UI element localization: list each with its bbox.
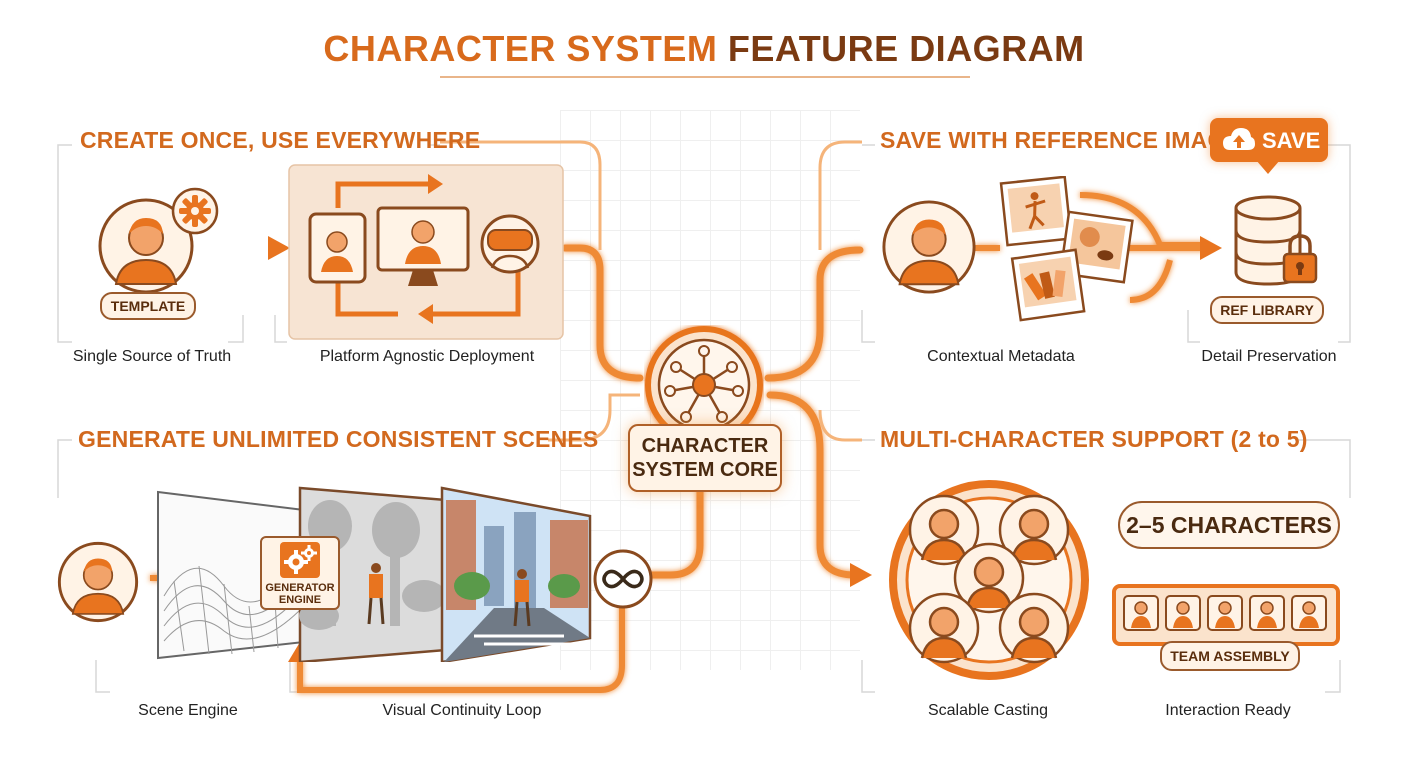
user-avatar-icon	[98, 198, 194, 294]
platform-devices-panel	[288, 164, 564, 340]
gear-icon	[171, 187, 219, 235]
section-frames	[57, 144, 1351, 693]
caption-detail-preservation: Detail Preservation	[1201, 348, 1337, 365]
generator-engine-box: GENERATOR ENGINE	[260, 536, 340, 610]
reference-photos	[999, 176, 1134, 322]
diagram-title: CHARACTER SYSTEM FEATURE DIAGRAM	[323, 28, 1085, 69]
tablet-icon	[308, 212, 367, 284]
template-pill: TEMPLATE	[100, 292, 196, 320]
save-callout-pointer	[1256, 160, 1280, 174]
monitor-icon	[376, 206, 470, 286]
user-avatar-icon	[57, 541, 139, 623]
thin-connectors	[440, 140, 862, 442]
character-group-icon	[889, 480, 1089, 680]
section-title-save-reference: SAVE WITH REFERENCE IMAGES	[880, 127, 1257, 153]
team-slots-icon	[1112, 584, 1340, 646]
wireframe-terrain-icon	[157, 490, 305, 660]
character-system-core: CHARACTER SYSTEM CORE	[628, 424, 782, 492]
title-underline	[440, 76, 970, 78]
caption-contextual-metadata: Contextual Metadata	[927, 348, 1075, 365]
city-street-icon	[440, 486, 592, 662]
caption-scene-engine: Scene Engine	[138, 702, 238, 719]
team-assembly-pill: TEAM ASSEMBLY	[1160, 641, 1300, 671]
caption-single-source: Single Source of Truth	[72, 348, 232, 365]
user-avatar-icon	[882, 200, 976, 294]
database-icon	[1234, 195, 1318, 286]
photo-pose-icon	[999, 176, 1073, 247]
caption-platform-agnostic: Platform Agnostic Deployment	[319, 348, 535, 365]
gears-icon	[280, 542, 320, 578]
section-title-create-once: CREATE ONCE, USE EVERYWHERE	[80, 127, 481, 153]
section-title-multi-character: MULTI-CHARACTER SUPPORT (2 to 5)	[880, 426, 1308, 452]
caption-scalable-casting: Scalable Casting	[927, 702, 1049, 719]
save-button[interactable]: SAVE	[1210, 118, 1328, 162]
photo-texture-icon	[1059, 210, 1134, 284]
scene-panels	[157, 486, 592, 662]
ref-library-pill: REF LIBRARY	[1210, 296, 1324, 324]
section-title-generate-scenes: GENERATE UNLIMITED CONSISTENT SCENES	[78, 426, 599, 452]
infinity-icon	[593, 549, 653, 609]
photo-swatch-icon	[1010, 248, 1086, 322]
caption-interaction-ready: Interaction Ready	[1165, 702, 1291, 719]
vr-headset-icon	[480, 214, 540, 274]
lock-icon	[1282, 234, 1318, 284]
arrow-into-casting	[850, 563, 872, 587]
character-count-pill: 2–5 CHARACTERS	[1118, 501, 1340, 549]
network-hub-icon	[645, 326, 763, 444]
main-connectors	[561, 244, 864, 579]
caption-visual-continuity: Visual Continuity Loop	[382, 702, 542, 719]
cloud-upload-icon	[1223, 128, 1255, 150]
